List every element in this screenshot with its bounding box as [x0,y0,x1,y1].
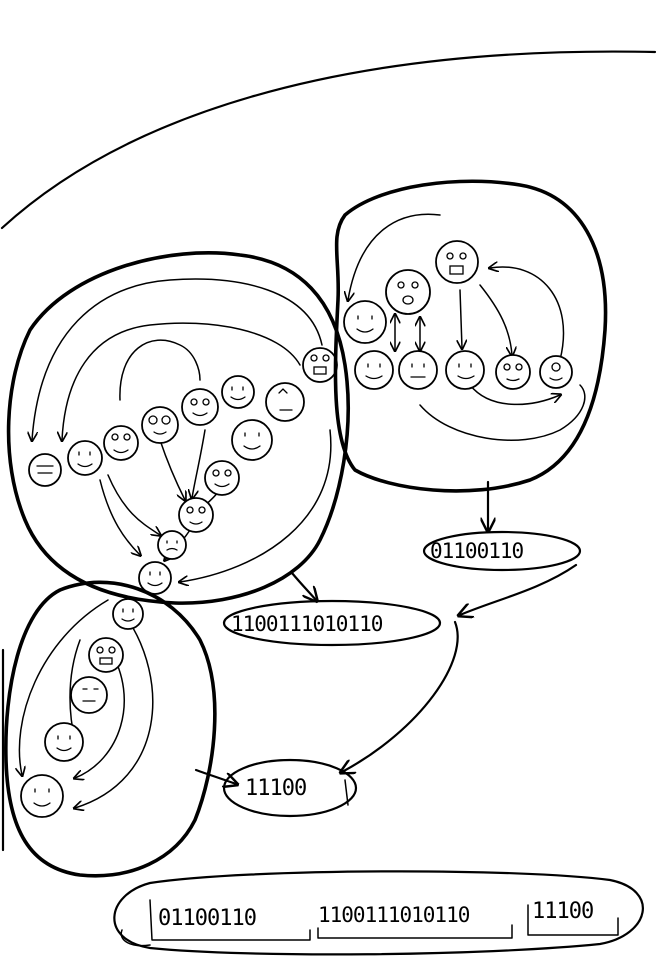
group-c-code-text: 11100 [245,776,306,801]
group-b-bottom-arc-2 [469,384,560,406]
face-icon [265,382,305,422]
group-b-bottom-arc [419,384,586,441]
bracket-part-2 [317,924,513,939]
face-icon [181,388,219,426]
group-a-top-arch [119,339,201,401]
outer-arc [0,50,657,230]
group-c-boundary [4,580,217,878]
group-b-loop-arrow [348,213,441,300]
arrow-code-b-to-code-a [460,563,578,615]
group-c-inner-arrow [75,649,125,778]
group-a-chain-3 [159,439,185,500]
face-icon [88,637,124,673]
face-icon [343,300,387,344]
group-b-link-4 [479,284,512,355]
group-a-faces [28,347,338,595]
face-icon [445,350,485,390]
face-icon [138,561,172,595]
face-icon [435,240,479,284]
group-c-faces [20,598,144,818]
face-icon [20,774,64,818]
group-a-loop-arrow-inner [62,322,301,440]
group-a-sweep-arrow [180,429,332,582]
face-icon [302,347,338,383]
group-a-boundary [6,251,350,605]
code-c-tail [344,779,349,806]
face-icon [67,440,103,476]
face-icon [204,460,240,496]
face-icon [157,530,187,560]
group-b-link-3 [460,289,462,348]
group-b-boundary [333,179,608,493]
combined-tail [120,929,151,947]
group-a-code-text: 1100111010110 [231,612,383,636]
combined-part-2-text: 1100111010110 [318,903,470,927]
face-icon [103,425,139,461]
face-icon [44,722,84,762]
face-icon [221,375,255,409]
group-b-faces [343,240,573,390]
group-a-code-oval [222,599,442,647]
bracket-part-3 [527,904,619,936]
group-a-chain-1 [107,474,160,535]
combined-part-3-text: 11100 [532,899,593,924]
group-b-code-text: 01100110 [430,539,524,563]
face-icon [178,497,214,533]
group-b-code-oval [422,530,582,572]
combined-part-1-text: 01100110 [158,906,256,931]
face-icon [28,453,62,487]
face-icon [354,350,394,390]
bracket-part-1 [149,899,311,941]
face-icon [112,598,144,630]
face-icon [70,676,108,714]
arrow-group-c-to-code [194,768,236,784]
group-a-chain-2 [99,479,140,555]
face-icon [231,419,273,461]
group-c-loop-arrow-left [19,599,109,775]
group-b-right-arc [490,267,565,361]
group-a-loop-arrow-outer [32,278,323,440]
arrow-code-a-to-code-c [342,620,459,772]
face-icon [539,355,573,389]
group-a-chain-4 [192,429,206,498]
face-icon [385,269,431,315]
combined-oval [113,870,644,956]
face-icon [141,406,179,444]
face-icon [495,354,531,390]
group-c-loop-arrow-right [75,614,154,808]
face-icon [398,350,438,390]
arrow-group-a-to-code [290,571,316,600]
